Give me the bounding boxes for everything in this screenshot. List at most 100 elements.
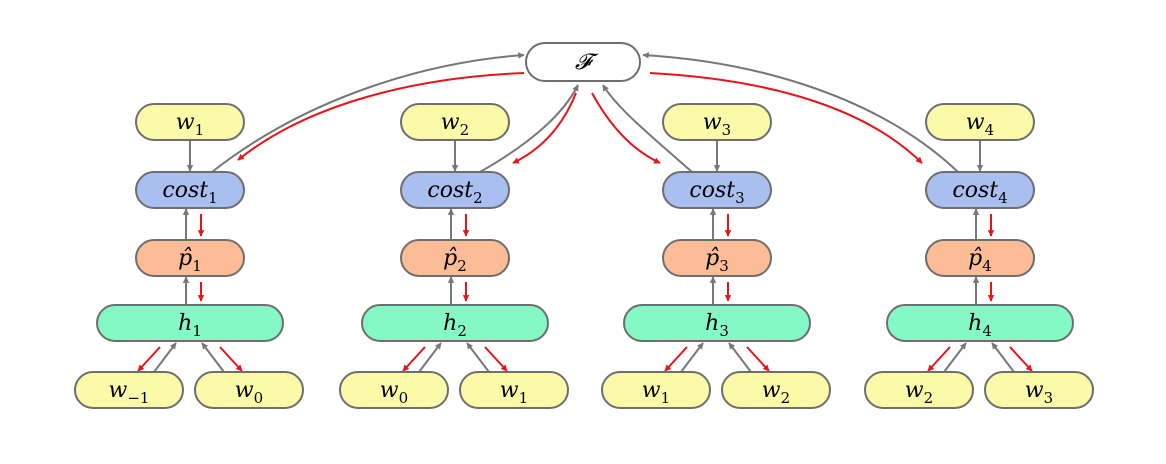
prob-node-1-label: p̂1 [178,246,202,275]
edge-right-input-to-hidden-1 [201,342,225,373]
hidden-node-2-label: h2 [443,311,467,340]
grad-root-to-cost-3 [591,92,661,164]
input-word-1-left-box [74,371,184,409]
grad-root-to-cost-1 [237,72,525,161]
input-word-1-left-label: w−1 [109,378,150,407]
target-word-1-box [135,103,245,141]
edge-left-input-to-hidden-2 [418,342,442,373]
edge-right-input-to-hidden-4 [991,342,1015,373]
input-word-2-right-box [459,371,569,409]
input-word-1-right-box [194,371,304,409]
grad-hidden-to-left-input-3 [664,346,688,372]
edge-cost-3-to-root [602,84,693,173]
grad-hidden-to-left-input-2 [402,346,426,372]
edge-cost-1-to-root [211,52,525,173]
input-word-3-left: w1 [601,371,711,409]
prob-node-1: p̂1 [135,239,245,277]
hidden-node-4-box [886,304,1074,342]
prob-node-3: p̂3 [662,239,772,277]
grad-hidden-to-right-input-3 [746,346,770,372]
target-word-3-label: w3 [703,110,731,139]
hidden-node-1: h1 [96,304,284,342]
cost-node-4: cost4 [925,171,1035,209]
target-word-2-box [400,103,510,141]
prob-node-3-box [662,239,772,277]
input-word-2-left-box [339,371,449,409]
edge-left-input-to-hidden-3 [680,342,704,373]
hidden-node-3: h3 [623,304,811,342]
grad-hidden-to-left-input-1 [137,346,161,372]
target-word-4-box [925,103,1035,141]
hidden-node-2: h2 [361,304,549,342]
cost-node-2-box [400,171,510,209]
cost-node-2: cost2 [400,171,510,209]
edge-right-input-to-hidden-2 [466,342,490,373]
cost-node-2-label: cost2 [427,178,482,207]
cost-node-1-box [135,171,245,209]
edge-cost-4-to-root [642,52,959,173]
prob-node-2: p̂2 [400,239,510,277]
input-word-4-left: w2 [864,371,974,409]
input-word-4-right-label: w3 [1025,378,1053,407]
cost-node-3-label: cost3 [689,178,744,207]
grad-root-to-cost-4 [649,72,923,164]
prob-node-1-box [135,239,245,277]
prob-node-4-label: p̂4 [968,246,992,275]
hidden-node-3-label: h3 [705,311,729,340]
input-word-1-left: w−1 [74,371,184,409]
hidden-node-1-box [96,304,284,342]
target-word-1-label: w1 [176,110,204,139]
input-word-3-left-label: w1 [642,378,670,407]
grad-hidden-to-left-input-4 [927,346,951,372]
target-word-4-label: w4 [966,110,994,139]
grad-hidden-to-right-input-1 [219,346,243,372]
edge-left-input-to-hidden-1 [153,342,177,373]
hidden-node-1-label: h1 [178,311,202,340]
root-node-f: 𝓕 [525,42,641,82]
grad-root-to-cost-2 [512,92,577,164]
target-word-1: w1 [135,103,245,141]
grad-hidden-to-right-input-2 [484,346,508,372]
edge-right-input-to-hidden-3 [728,342,752,373]
input-word-4-right-box [984,371,1094,409]
input-word-4-left-label: w2 [905,378,933,407]
cost-node-4-box [925,171,1035,209]
edge-cost-2-to-root [479,84,579,173]
hidden-node-2-box [361,304,549,342]
input-word-3-left-box [601,371,711,409]
cost-node-3-box [662,171,772,209]
input-word-3-right: w2 [721,371,831,409]
prob-node-2-label: p̂2 [443,246,467,275]
input-word-3-right-box [721,371,831,409]
input-word-4-left-box [864,371,974,409]
input-word-3-right-label: w2 [762,378,790,407]
target-word-3-box [662,103,772,141]
grad-hidden-to-right-input-4 [1009,346,1033,372]
cost-node-1-label: cost1 [162,178,217,207]
input-word-2-right-label: w1 [500,378,528,407]
target-word-3: w3 [662,103,772,141]
input-word-2-left-label: w0 [380,378,408,407]
edges-layer [137,52,1033,373]
hidden-node-4-label: h4 [968,311,992,340]
prob-node-2-box [400,239,510,277]
prob-node-4-box [925,239,1035,277]
input-word-1-right: w0 [194,371,304,409]
nodes-layer: 𝓕w1 cost1 p̂1 h1 w−1 w0 w2 cost2 p̂2 h2 w0 w1 w3 cost… [74,42,1094,409]
input-word-2-right: w1 [459,371,569,409]
target-word-2-label: w2 [441,110,469,139]
prob-node-4: p̂4 [925,239,1035,277]
edge-left-input-to-hidden-4 [943,342,967,373]
input-word-2-left: w0 [339,371,449,409]
hidden-node-3-box [623,304,811,342]
hidden-node-4: h4 [886,304,1074,342]
target-word-4: w4 [925,103,1035,141]
cost-node-1: cost1 [135,171,245,209]
root-node-f-box [525,42,641,82]
input-word-4-right: w3 [984,371,1094,409]
input-word-1-right-label: w0 [235,378,263,407]
cost-node-4-label: cost4 [952,178,1007,207]
prob-node-3-label: p̂3 [705,246,729,275]
cost-node-3: cost3 [662,171,772,209]
